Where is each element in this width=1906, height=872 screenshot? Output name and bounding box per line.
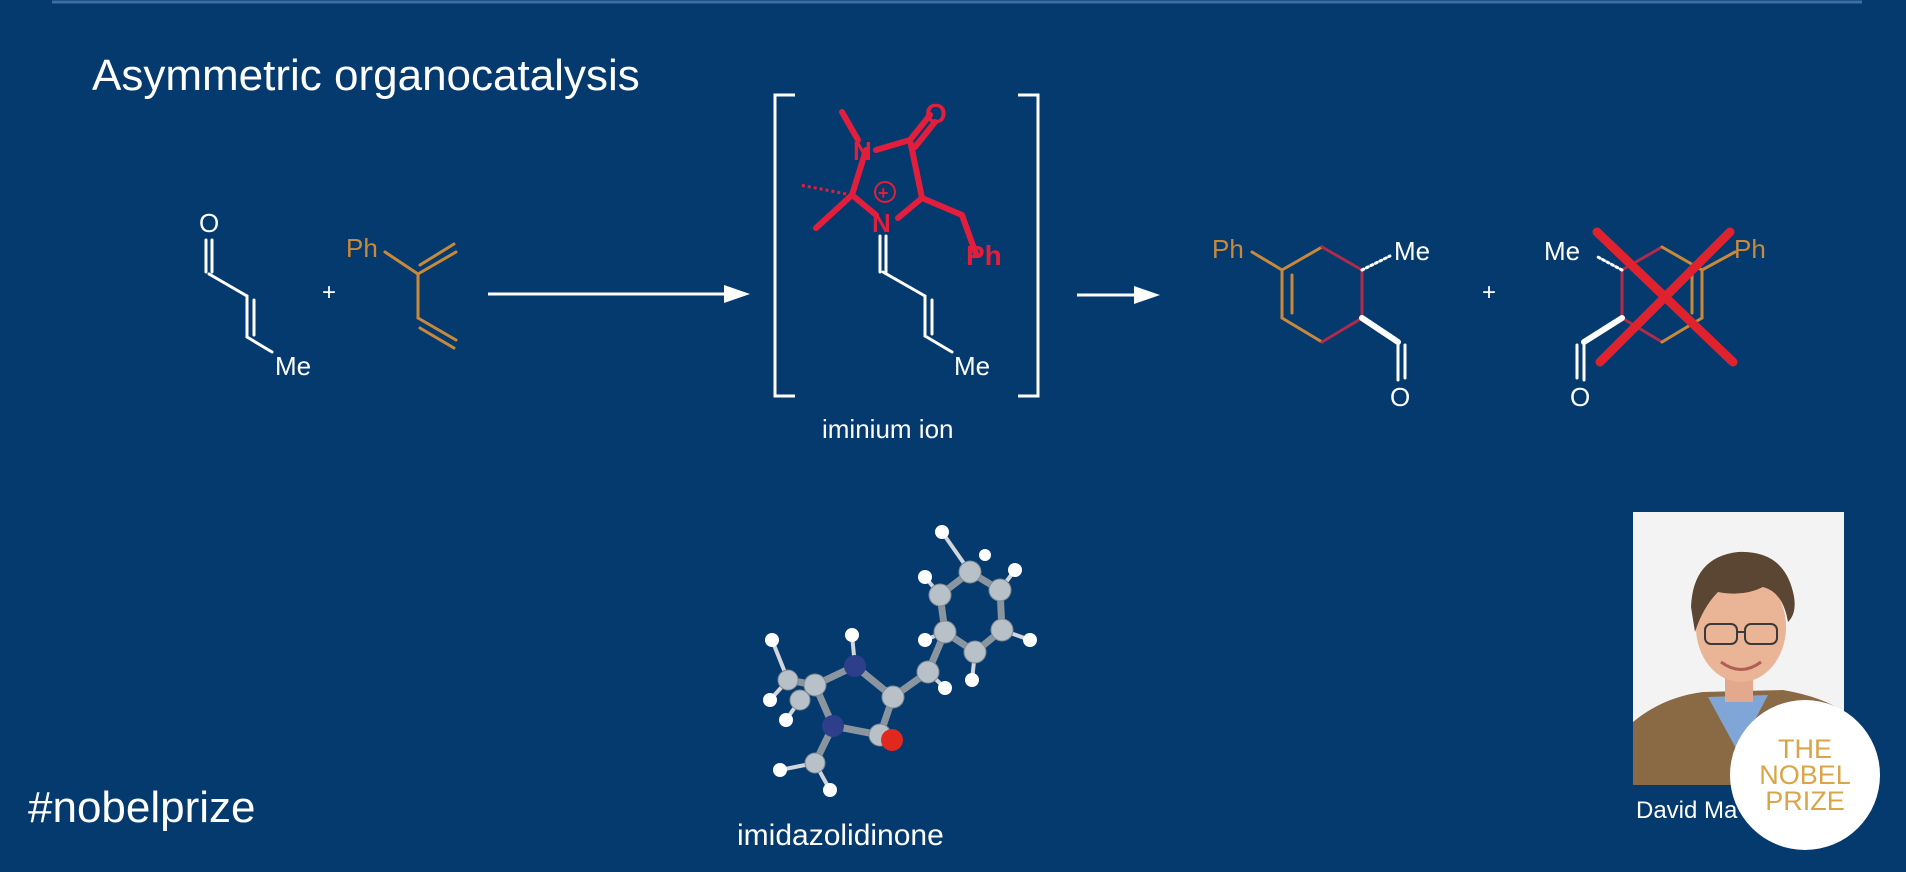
- crotonaldehyde-oxygen-label: O: [199, 208, 219, 238]
- crotonaldehyde-methyl-label: Me: [275, 351, 311, 381]
- badge-line-1: THE: [1778, 734, 1832, 764]
- reaction-arrow-2: [1077, 286, 1160, 304]
- iminium-brackets: [773, 93, 1040, 398]
- positive-charge-circle: [874, 181, 896, 203]
- major-product-oxygen: O: [1390, 382, 1410, 412]
- imidazolidinone-ring: [813, 109, 979, 257]
- iminium-caption: iminium ion: [822, 414, 954, 444]
- diene-phenyl-label: Ph: [346, 233, 378, 263]
- major-product-phenyl: Ph: [1212, 234, 1244, 264]
- major-product-methyl: Me: [1394, 236, 1430, 266]
- model-caption: imidazolidinone: [737, 819, 944, 852]
- minor-product-methyl: Me: [1544, 236, 1580, 266]
- catalyst-n1-label: N: [853, 136, 872, 166]
- minor-product-oxygen: O: [1570, 382, 1590, 412]
- imidazolidinone-3d-model: [763, 525, 1037, 797]
- minor-product-phenyl: Ph: [1734, 234, 1766, 264]
- positive-charge-sign: +: [878, 183, 889, 203]
- badge-line-3: PRIZE: [1765, 786, 1845, 816]
- major-product-ring: [1250, 245, 1407, 382]
- plus-sign-2: +: [1482, 279, 1496, 306]
- hashtag-label: #nobelprize: [28, 783, 256, 832]
- badge-line-2: NOBEL: [1759, 760, 1851, 790]
- iminium-chain: [878, 234, 954, 354]
- nobel-prize-badge: THE NOBEL PRIZE: [1730, 700, 1880, 850]
- iminium-methyl-label: Me: [954, 351, 990, 381]
- catalyst-hashed-methyl: [799, 183, 853, 197]
- red-x-cross-icon: [1592, 227, 1738, 367]
- catalyst-benzyl-phenyl: Ph: [966, 240, 1002, 271]
- phenylbutadiene-structure: [383, 242, 458, 350]
- catalyst-n2-label: N: [872, 208, 891, 238]
- reaction-arrow-1: [488, 285, 750, 303]
- portrait-name-label: David Ma: [1636, 797, 1738, 824]
- catalyst-carbonyl-oxygen: O: [925, 98, 947, 129]
- plus-sign-1: +: [322, 279, 336, 306]
- slide-title: Asymmetric organocatalysis: [92, 51, 640, 100]
- crotonaldehyde-structure: [204, 238, 274, 354]
